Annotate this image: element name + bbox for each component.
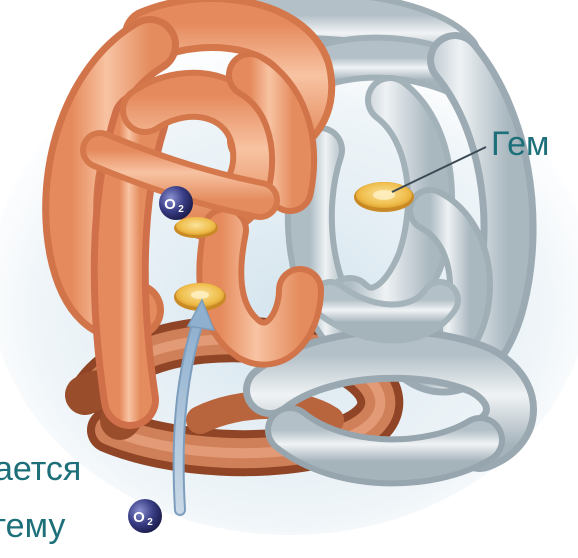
oxygen-molecule-icon: O 2 — [128, 499, 162, 533]
heme-label: Гем — [491, 127, 549, 161]
oxygen-subscript: 2 — [147, 517, 153, 528]
oxygen-molecule-icon: O 2 — [159, 186, 193, 220]
oxygen-symbol: O — [133, 509, 145, 526]
oxygen-subscript: 2 — [178, 204, 184, 215]
caption-line-1: ается — [0, 452, 81, 486]
oxygen-symbol: O — [164, 196, 176, 213]
caption-line-2: гему — [0, 509, 65, 543]
